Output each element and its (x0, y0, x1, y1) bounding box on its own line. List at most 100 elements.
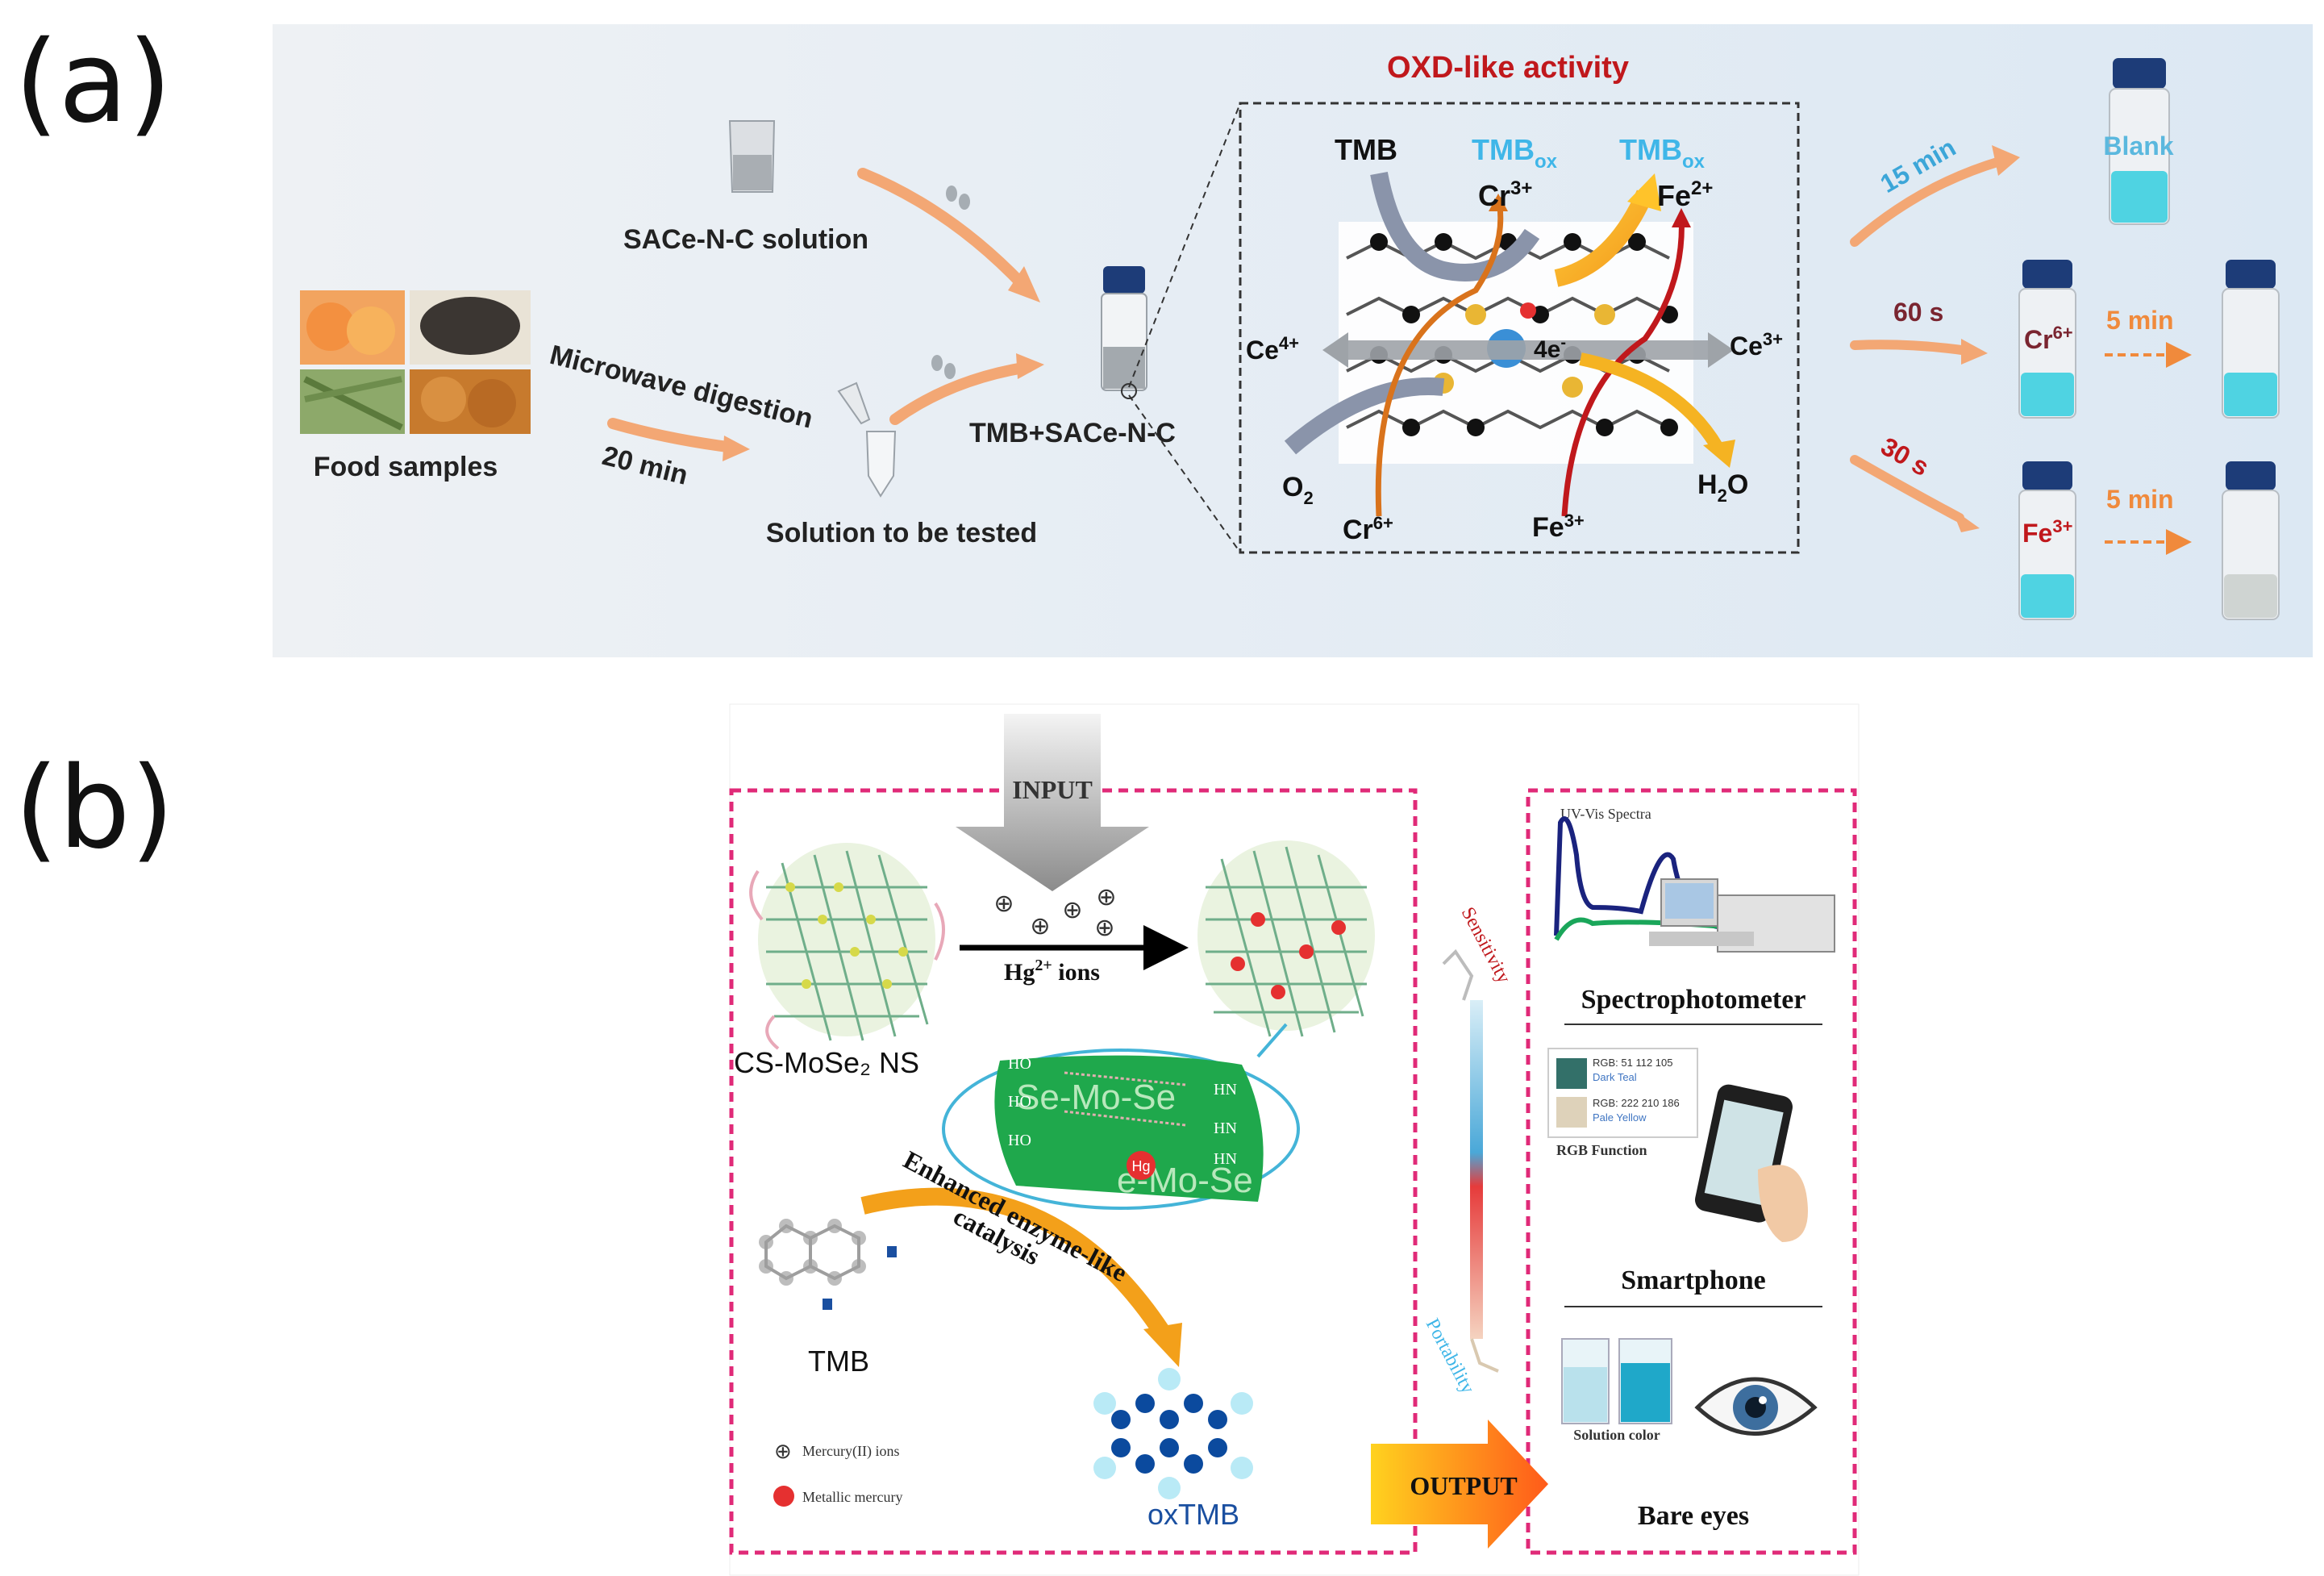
mose2-nanosheet-left (749, 843, 945, 1050)
cs-mose2-label: CS-MoSe₂ NS (734, 1046, 919, 1079)
cr3-label: Cr3+ (1478, 177, 1532, 212)
smartphone-label: Smartphone (1621, 1265, 1765, 1295)
fe2-sup: 2+ (1691, 177, 1713, 199)
vial-fe3-label: Fe3+ (2022, 516, 2072, 548)
cr-path (1375, 197, 1504, 517)
fe3-base: Fe (1532, 512, 1564, 543)
flow-arrowheads-right (1951, 145, 2020, 532)
five-min-label-1: 5 min (2106, 306, 2174, 335)
hg-ions-text: ions (1052, 959, 1100, 986)
se-mo-se-label-1: Se-Mo-Se (1016, 1078, 1176, 1117)
ce3-base: Ce (1730, 331, 1763, 361)
ce4-label: Ce4+ (1246, 333, 1299, 365)
solution-color-label: Solution color (1573, 1427, 1660, 1443)
legend-mercury-ions: Mercury(II) ions (802, 1443, 899, 1460)
uvvis-label: UV-Vis Spectra (1560, 806, 1651, 822)
centrifuge-tube-icon (837, 381, 897, 498)
zoom-line-top (1128, 102, 1241, 388)
five-min-label-2: 5 min (2106, 485, 2174, 514)
tmbox-arrowhead (1627, 173, 1661, 211)
electron-base: 4e (1534, 336, 1560, 363)
panel-a-label: (a) (15, 17, 172, 148)
mose2-nanosheet-right (1197, 840, 1375, 1037)
o2-sub: 2 (1303, 488, 1313, 508)
rgb1-label: RGB: 51 112 105 (1593, 1057, 1673, 1069)
eye-icon (1694, 1377, 1818, 1436)
rgb1-name: Dark Teal (1593, 1071, 1637, 1083)
vial-cr6-label: Cr6+ (2024, 323, 2073, 354)
solution-tested-label: Solution to be tested (766, 518, 1037, 548)
h2o-b: O (1727, 469, 1748, 500)
droplets-icon (931, 186, 970, 379)
tmbox1-sub: ox (1535, 151, 1558, 173)
solution-cups-image (1561, 1338, 1672, 1424)
smartphone-image (1694, 1084, 1808, 1242)
fe2-base: Fe (1657, 179, 1691, 212)
nh-label-3: HN (1214, 1150, 1237, 1168)
tmbox2-sub: ox (1682, 151, 1706, 173)
legend-metallic-symbol (773, 1486, 794, 1507)
sixty-s-label: 60 s (1893, 298, 1943, 327)
tmb-sace-label: TMB+SACe-N-C (969, 418, 1176, 448)
ho-label-2: HO (1008, 1093, 1031, 1111)
h2o-arrowhead (1703, 440, 1735, 468)
h2o-sub: 2 (1718, 486, 1727, 506)
output-dashed-box (1526, 788, 1857, 1555)
fe3-label: Fe3+ (1532, 511, 1585, 543)
hg-sup: 2+ (1035, 957, 1052, 974)
input-label: INPUT (1012, 775, 1093, 804)
mose2-sheet-green (994, 1055, 1264, 1202)
flow-arrows-left (607, 168, 1034, 453)
fe3-vial-after (2222, 461, 2280, 620)
oxd-title: OXD-like activity (1387, 51, 1629, 85)
rgb-panel (1547, 1048, 1698, 1138)
mercury-ion-symbols: ⊕⊕⊕⊕⊕ (993, 884, 1116, 941)
panel-b-label: (b) (15, 743, 174, 874)
rgb2-name: Pale Yellow (1593, 1111, 1647, 1124)
electron-sup: - (1560, 334, 1566, 352)
legend-metallic: Metallic mercury (802, 1489, 902, 1505)
fe2-label: Fe2+ (1657, 177, 1713, 212)
food-samples-label: Food samples (314, 452, 498, 482)
oxd-zoom-box (1239, 102, 1800, 554)
h2o-label: H2O (1697, 469, 1748, 506)
cr6-vial-after (2222, 260, 2280, 419)
cr6-label: Cr6+ (1343, 513, 1393, 545)
vial-fe3-sup: 3+ (2052, 516, 2072, 536)
fe-path (1561, 213, 1685, 517)
tmbox-label-2: TMBox (1619, 133, 1706, 173)
blank-label: Blank (2103, 131, 2173, 161)
hg-small-label: Hg (1131, 1158, 1150, 1174)
o2-base: O (1282, 472, 1303, 502)
catalysis-arrowhead (1143, 1323, 1182, 1367)
ce-redox-arrow (1322, 332, 1734, 368)
tmbox2-text: TMB (1619, 133, 1682, 166)
ce4-base: Ce (1246, 336, 1279, 365)
ce3-label: Ce3+ (1730, 329, 1783, 361)
sace-solution-label: SACe-N-C solution (623, 224, 868, 255)
nh-label-2: HN (1214, 1119, 1237, 1137)
ce3-sup: 3+ (1763, 329, 1783, 349)
tmbox-label-1: TMBox (1472, 133, 1558, 173)
flow-arrows-right (1850, 156, 2005, 523)
h2o-a: H (1697, 469, 1718, 500)
h2o-path (1579, 352, 1723, 452)
input-arrow (956, 714, 1149, 891)
zoom-ellipse (942, 1049, 1300, 1210)
output-label: OUTPUT (1410, 1471, 1517, 1500)
electron-label: 4e- (1534, 334, 1566, 363)
nh-label-1: HN (1214, 1081, 1237, 1099)
ho-label-3: HO (1008, 1132, 1031, 1149)
cr6-base: Cr (1343, 515, 1373, 545)
spectrophotometer-image (1649, 878, 1835, 953)
oxtmb-label: oxTMB (1147, 1498, 1239, 1531)
tmb-label: TMB (1335, 133, 1397, 166)
o2-label: O2 (1282, 472, 1314, 508)
zoom-line-bottom (1128, 394, 1241, 553)
svg-text:⊕: ⊕ (1096, 884, 1116, 911)
rgb2-label: RGB: 222 210 186 (1593, 1097, 1680, 1109)
cr6-vial-before (2018, 260, 2076, 419)
vial-cr6-sup: 6+ (2053, 323, 2073, 343)
tmb-molecule-label: TMB (808, 1345, 869, 1378)
tmbox-yellow-path (1554, 190, 1654, 287)
